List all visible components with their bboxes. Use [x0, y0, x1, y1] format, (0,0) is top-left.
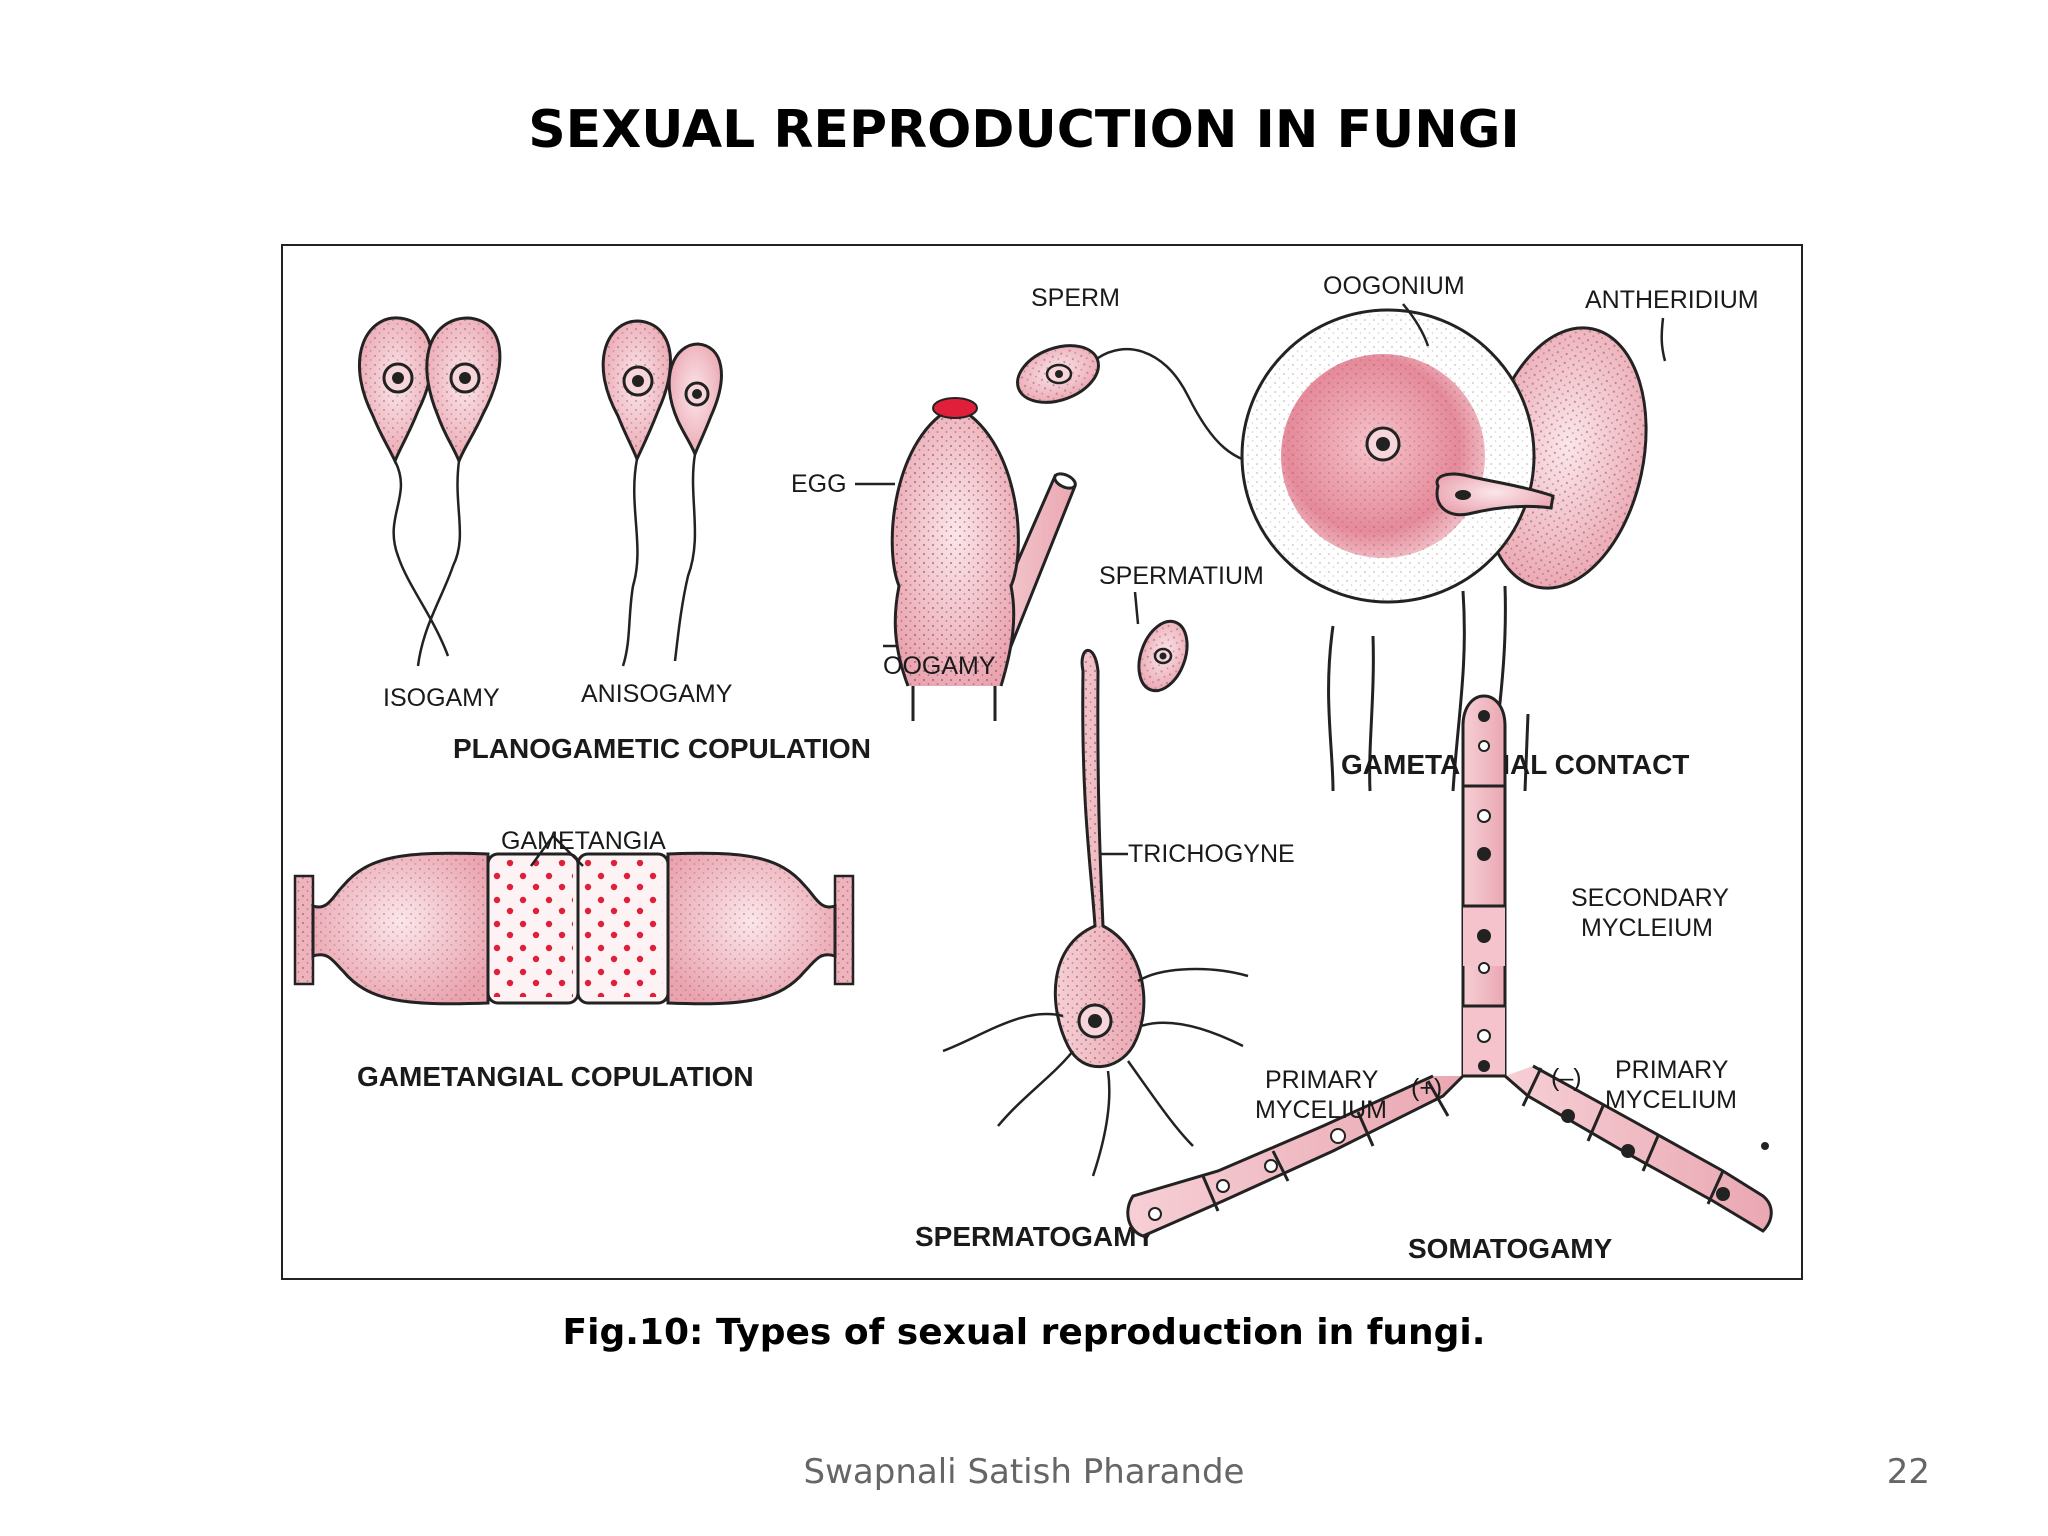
fungi-reproduction-figure: ISOGAMY ANISOGAMY PLANOGAMETIC COPULATIO… — [281, 244, 1803, 1280]
spermatium-pointer — [1133, 591, 1140, 625]
egg-label: EGG — [791, 470, 847, 498]
spermatogamy-label: SPERMATOGAMY — [915, 1221, 1155, 1252]
gametangial-copulation-label: GAMETANGIAL COPULATION — [357, 1061, 754, 1092]
gametangial-copulation-structure — [293, 834, 855, 1006]
gametangia-label: GAMETANGIA — [501, 827, 666, 855]
minus-sign-label: (–) — [1551, 1064, 1582, 1092]
figure-caption: Fig.10: Types of sexual reproduction in … — [562, 1312, 1486, 1353]
somatogamy-label: SOMATOGAMY — [1408, 1233, 1613, 1264]
somatogamy-structure — [1126, 694, 1773, 1238]
secondary-mycelium-label-2: MYCLEIUM — [1581, 914, 1713, 942]
oogamy-structure — [883, 397, 1077, 721]
oogamy-label: OOGAMY — [883, 652, 996, 680]
oogonium-pointer — [1402, 303, 1430, 347]
author-footer: Swapnali Satish Pharande — [803, 1452, 1245, 1492]
isogamy-label: ISOGAMY — [383, 684, 500, 712]
antheridium-label: ANTHERIDIUM — [1585, 286, 1759, 314]
primary-mycelium-left-label-2: MYCELIUM — [1255, 1096, 1387, 1124]
antheridium-pointer — [1660, 317, 1667, 362]
planogametic-copulation-label: PLANOGAMETIC COPULATION — [453, 733, 871, 764]
anisogamy-label: ANISOGAMY — [581, 680, 733, 708]
spermatogamy-structure — [942, 619, 1249, 1177]
anisogamy-gametes — [601, 319, 723, 667]
diagram-svg: ISOGAMY ANISOGAMY PLANOGAMETIC COPULATIO… — [293, 272, 1773, 1264]
sperm-cell — [1016, 344, 1269, 468]
sperm-label: SPERM — [1031, 284, 1120, 312]
gametangial-contact-label: GAMETANGIAL CONTACT — [1341, 749, 1689, 780]
primary-mycelium-right-label-2: MYCELIUM — [1605, 1086, 1737, 1114]
gametangial-contact-structure — [1240, 308, 1648, 792]
primary-mycelium-right-label-1: PRIMARY — [1615, 1056, 1729, 1084]
oogonium-label: OOGONIUM — [1323, 272, 1465, 300]
isogamy-gametes — [357, 316, 502, 667]
trichogyne-label: TRICHOGYNE — [1128, 840, 1295, 868]
secondary-mycelium-label-1: SECONDARY — [1571, 884, 1729, 912]
plus-sign-label: (+) — [1411, 1074, 1442, 1102]
slide-title: SEXUAL REPRODUCTION IN FUNGI — [528, 100, 1520, 160]
spermatium-label: SPERMATIUM — [1099, 562, 1264, 590]
primary-mycelium-left-label-1: PRIMARY — [1265, 1066, 1379, 1094]
page-number: 22 — [1886, 1452, 1930, 1492]
